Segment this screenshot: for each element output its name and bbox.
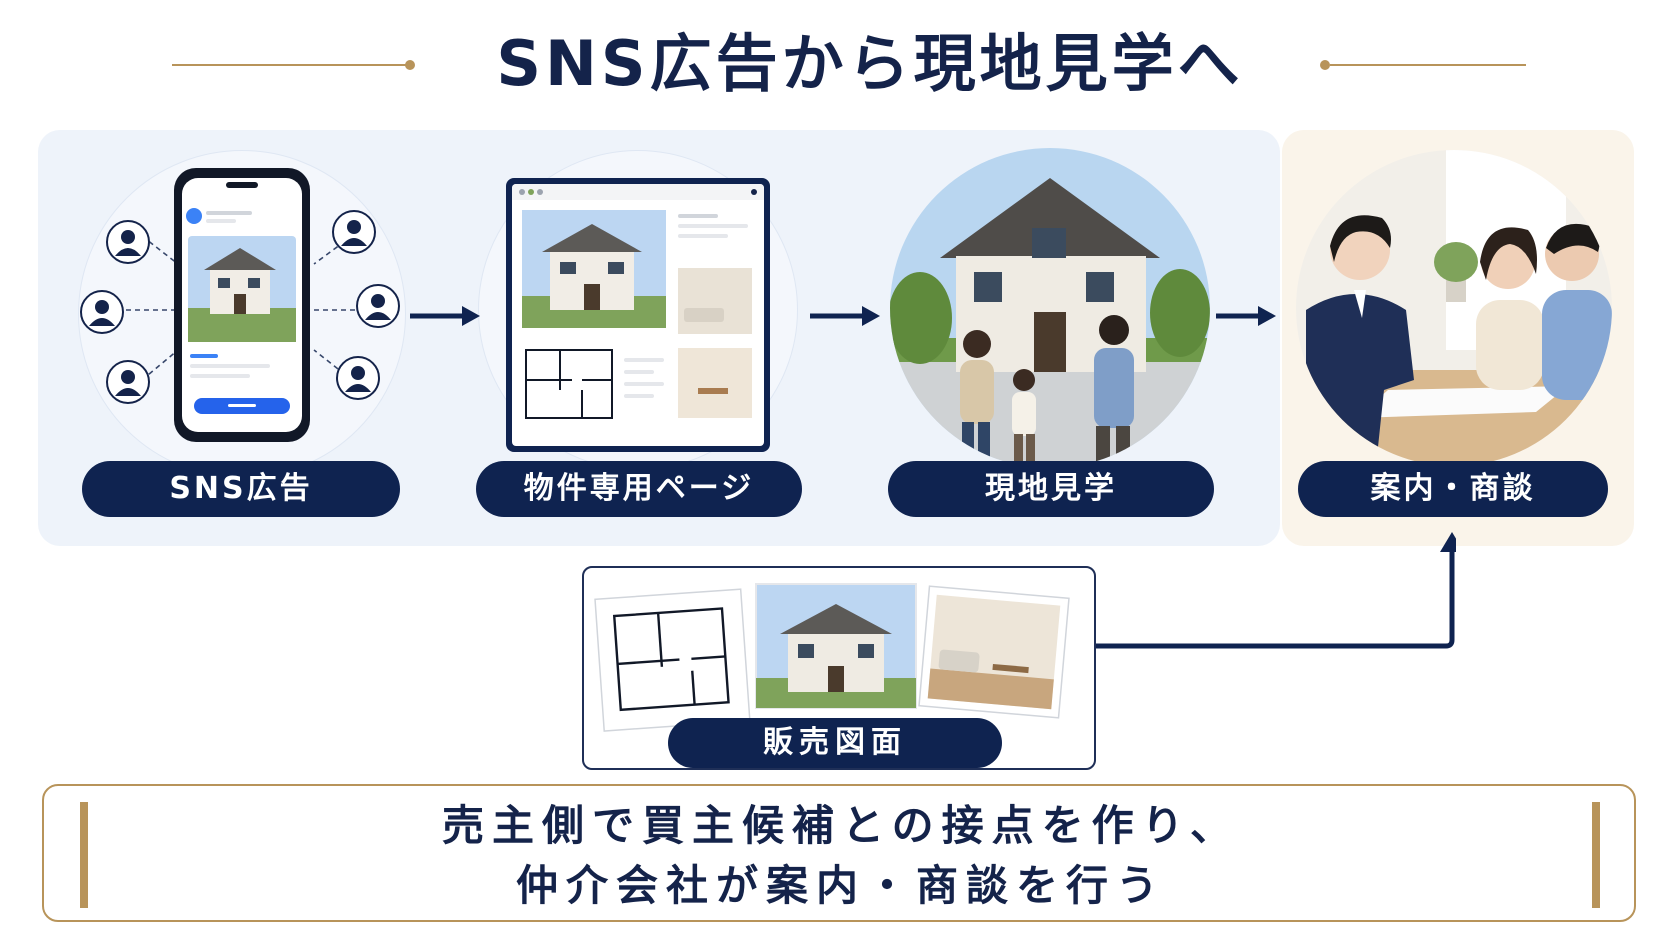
conclusion-line-1: 売主側で買主候補との接点を作り、 xyxy=(442,801,1240,850)
user-icon xyxy=(106,220,150,264)
title-dot-right xyxy=(1320,60,1330,70)
conclusion-box: 売主側で買主候補との接点を作り、 仲介会社が案内・商談を行う xyxy=(42,784,1636,922)
user-icon xyxy=(332,210,376,254)
conclusion-accent-left xyxy=(80,802,88,908)
title-row: SNS広告から現地見学へ xyxy=(0,22,1672,108)
conclusion-text: 売主側で買主候補との接点を作り、 仲介会社が案内・商談を行う xyxy=(164,796,1518,916)
arrow-right-icon xyxy=(810,306,880,326)
network-lines xyxy=(126,235,364,381)
arrow-right-icon xyxy=(1216,306,1276,326)
page-title: SNS広告から現地見学へ xyxy=(496,27,1244,100)
sns-ad-post xyxy=(182,178,302,432)
title-rule-left xyxy=(172,64,408,66)
conclusion-line-2: 仲介会社が案内・商談を行う xyxy=(515,861,1166,910)
connector-arrow xyxy=(1096,532,1456,649)
title-rule-right xyxy=(1330,64,1526,66)
sales-drawing-label: 販売図面 xyxy=(668,718,1002,768)
consultation-photo xyxy=(1296,150,1612,466)
title-dot-left xyxy=(405,60,415,70)
smartphone xyxy=(174,168,310,442)
property-page xyxy=(512,184,764,446)
conclusion-accent-right xyxy=(1592,802,1600,908)
site-visit-photo xyxy=(890,148,1210,468)
step-label-site-visit: 現地見学 xyxy=(888,461,1214,517)
sales-drawing-box xyxy=(582,566,1096,770)
user-icon xyxy=(336,356,380,400)
arrow-right-icon xyxy=(410,306,480,326)
step-label-property-page: 物件専用ページ xyxy=(476,461,802,517)
user-icon xyxy=(80,290,124,334)
tablet xyxy=(506,178,770,452)
floor-plan-icon xyxy=(612,607,730,712)
step-label-sns-ad: SNS広告 xyxy=(82,461,400,517)
arrow-up-icon xyxy=(1440,532,1456,552)
user-icon xyxy=(356,284,400,328)
step-label-consultation: 案内・商談 xyxy=(1298,461,1608,517)
user-icon xyxy=(106,360,150,404)
